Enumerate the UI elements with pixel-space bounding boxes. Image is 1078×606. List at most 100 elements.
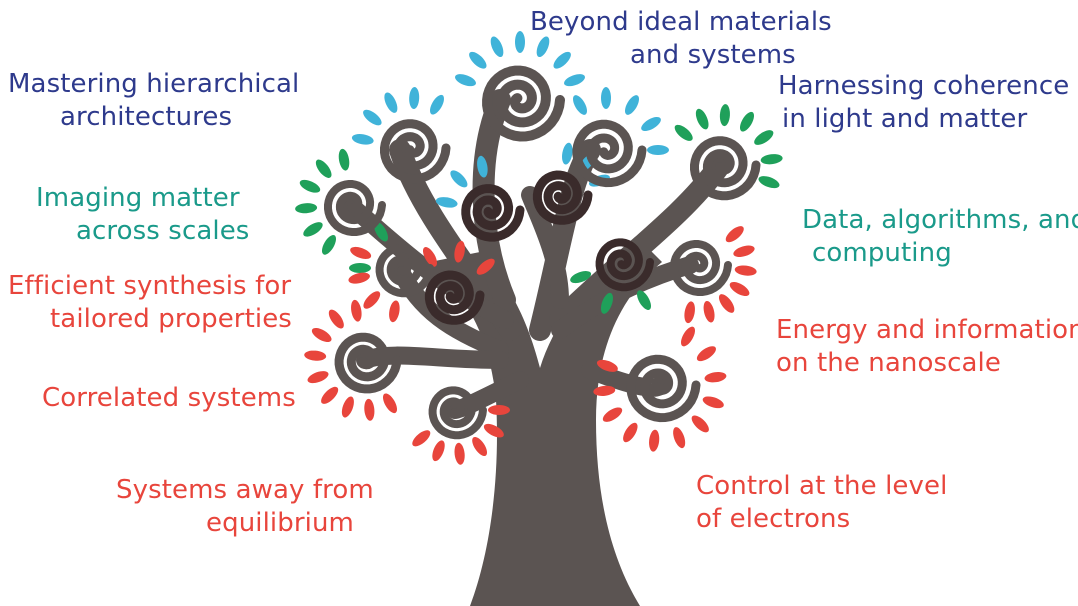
spiral (626, 354, 701, 423)
leaf (383, 393, 397, 414)
leaf (601, 87, 611, 109)
leaf (477, 155, 488, 178)
leaf (674, 124, 693, 141)
leaf (754, 130, 774, 145)
leaf (341, 396, 354, 418)
leaf (488, 405, 510, 415)
trunk (430, 240, 662, 606)
leaf (450, 170, 468, 188)
leaf (303, 222, 323, 237)
leaf (600, 292, 613, 314)
leaf (758, 176, 780, 189)
leaf (322, 234, 337, 255)
leaf (673, 427, 686, 449)
spiral (324, 180, 386, 236)
leaf (422, 247, 437, 267)
leaf (389, 300, 400, 323)
spiral (532, 170, 593, 225)
label-correlated-systems: Correlated systems (42, 383, 296, 413)
leaf (351, 134, 374, 145)
leaf (469, 51, 487, 69)
leaf (307, 371, 329, 384)
leaf (338, 148, 350, 171)
leaf (483, 423, 504, 438)
leaf (515, 31, 525, 53)
leaf (412, 430, 431, 447)
spiral (461, 184, 525, 242)
leaf (691, 415, 709, 433)
leaf (364, 398, 375, 421)
leaf (570, 271, 592, 284)
leaf (562, 142, 573, 165)
leaf (435, 197, 458, 208)
spiral (572, 119, 647, 188)
leaf (311, 328, 332, 342)
leaf (647, 145, 669, 155)
tree-spirals (324, 65, 761, 440)
leaf (472, 436, 488, 457)
leaf (573, 95, 587, 115)
spiral (424, 270, 485, 325)
leaf (328, 309, 344, 329)
leaf (374, 221, 388, 242)
leaf (623, 422, 638, 443)
leaf (304, 350, 327, 361)
leaf (760, 154, 783, 165)
spiral (334, 332, 402, 394)
leaf (299, 179, 321, 193)
leaf (702, 396, 724, 409)
spiral (670, 240, 732, 296)
leaf (553, 51, 571, 69)
label-efficient-synthesis: Efficient synthesis for tailored propert… (8, 271, 292, 334)
leaf (719, 104, 730, 127)
leaf (564, 74, 585, 87)
leaf (718, 294, 735, 313)
leaf (596, 359, 618, 372)
spiral (595, 238, 654, 292)
leaf (536, 36, 550, 58)
leaf (295, 203, 318, 214)
leaf (409, 87, 420, 110)
leaf (349, 263, 371, 273)
leaf (641, 117, 661, 132)
leaf (350, 246, 372, 259)
leaf (351, 299, 362, 322)
label-data-algorithms-computing: Data, algorithms, and computing (802, 205, 1078, 268)
label-energy-information: Energy and information on the nanoscale (776, 315, 1078, 378)
tree-leaves (295, 31, 783, 465)
leaf (733, 245, 755, 257)
branch (521, 186, 569, 309)
label-imaging-matter: Imaging matter across scales (36, 183, 250, 246)
leaf (637, 290, 651, 310)
leaf (696, 346, 716, 362)
leaf (432, 440, 445, 462)
spiral (375, 244, 434, 298)
leaf (729, 282, 750, 296)
label-mastering-hierarchical-architectures: Mastering hierarchical architectures (8, 69, 300, 132)
label-systems-away-from-equilibrium: Systems away from equilibrium (116, 475, 374, 538)
leaf (625, 95, 639, 115)
leaf (740, 111, 754, 132)
leaf (725, 226, 744, 243)
leaf (490, 36, 504, 58)
leaf (363, 291, 381, 309)
leaf (695, 108, 709, 130)
leaf (315, 159, 332, 178)
leaf (704, 372, 727, 383)
leaf (454, 442, 465, 465)
spiral (380, 119, 451, 184)
spiral (428, 386, 487, 440)
leaf (593, 385, 616, 396)
leaf (384, 92, 398, 113)
leaf (684, 301, 695, 324)
leaf (430, 94, 444, 115)
leaf (649, 429, 660, 452)
leaf (454, 240, 465, 263)
leaf (734, 265, 757, 276)
label-harnessing-coherence: Harnessing coherence in light and matter (778, 71, 1070, 134)
label-beyond-ideal-materials: Beyond ideal materials and systems (530, 7, 832, 70)
leaf (321, 386, 339, 404)
leaf (681, 326, 695, 347)
leaf (455, 74, 476, 87)
